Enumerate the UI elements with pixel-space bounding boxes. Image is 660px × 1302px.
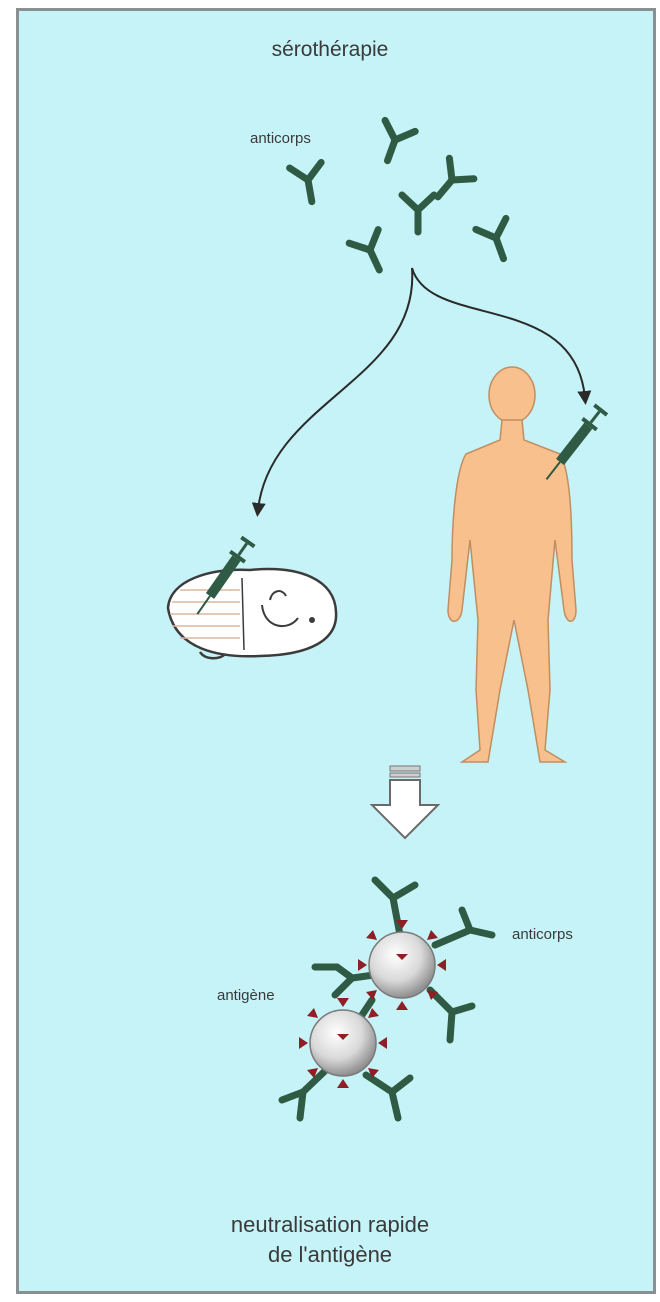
antibody-icon: [372, 120, 415, 166]
human-body-icon: [448, 367, 576, 762]
guinea-pig-icon: [168, 569, 336, 658]
diagram-title: sérothérapie: [0, 38, 660, 62]
immune-complex: [282, 880, 492, 1118]
diagram-caption: neutralisation rapide de l'antigène: [0, 1210, 660, 1270]
caption-line-2: de l'antigène: [0, 1240, 660, 1270]
antigen-icon: [369, 932, 435, 998]
antibody-label: anticorps: [250, 130, 311, 147]
antibody-cluster: [290, 120, 519, 276]
antibody-icon: [349, 230, 394, 277]
antibody-icon: [402, 195, 434, 232]
arrow-to-animal: [258, 268, 412, 510]
caption-line-1: neutralisation rapide: [0, 1210, 660, 1240]
antibody-label: anticorps: [512, 926, 573, 943]
down-arrow-icon: [372, 766, 438, 838]
antibody-icon: [290, 162, 328, 204]
antibody-icon: [476, 218, 519, 264]
antigen-icon: [310, 1010, 376, 1076]
antigen-label: antigène: [217, 987, 275, 1004]
